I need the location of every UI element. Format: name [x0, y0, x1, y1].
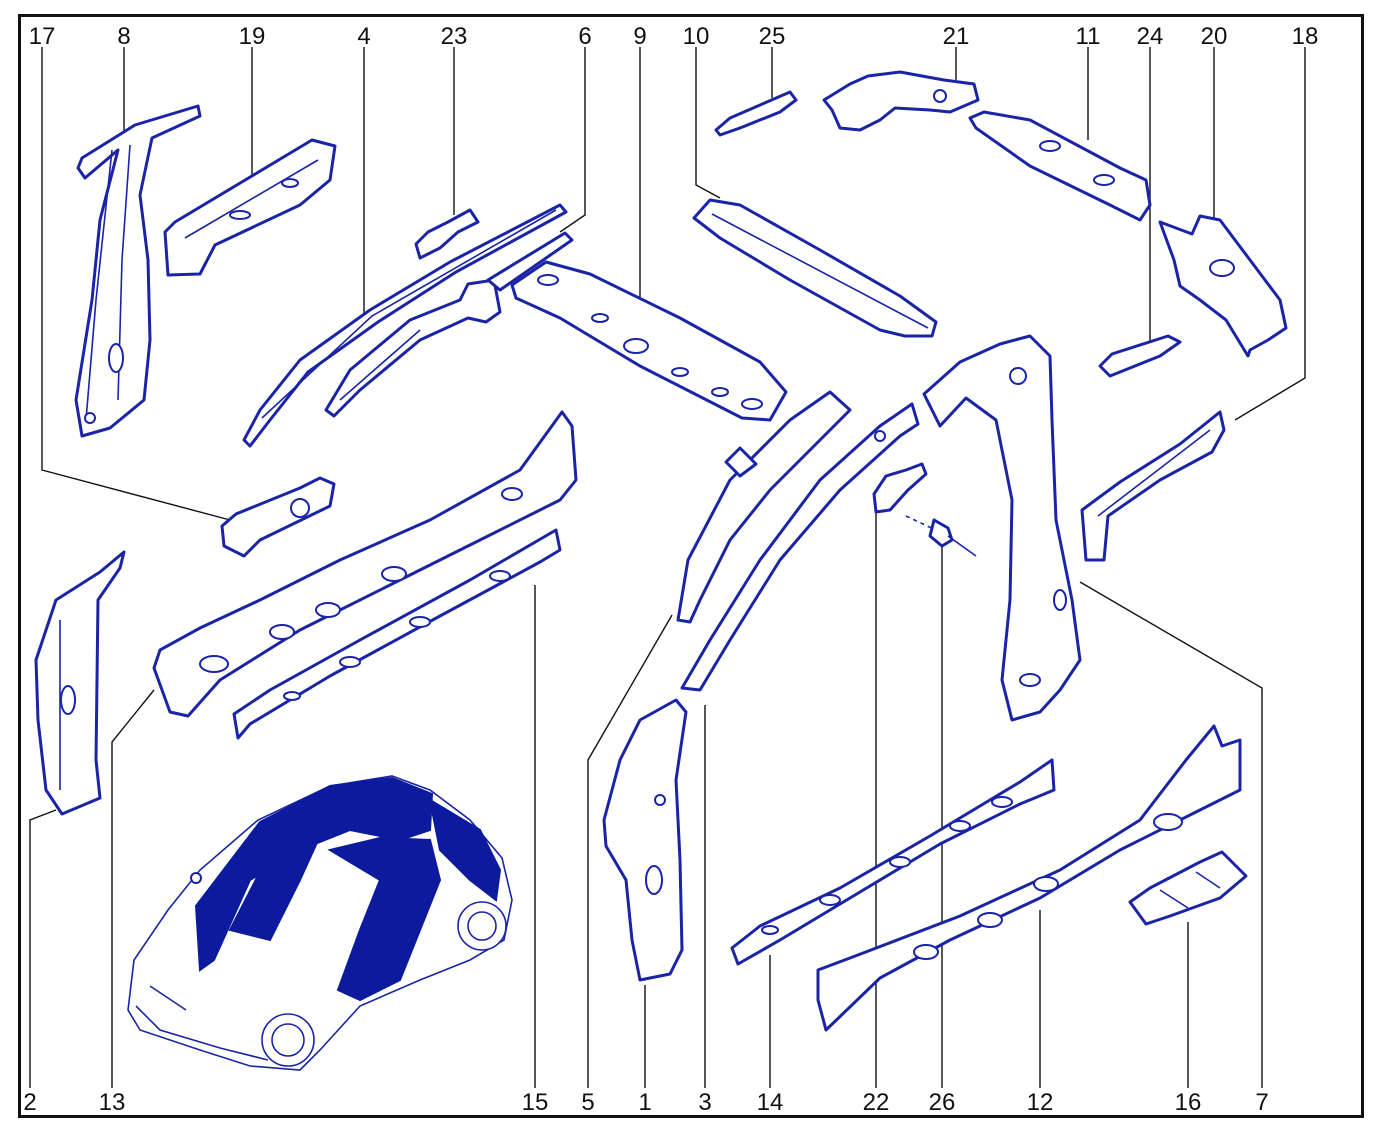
- part-25-clip: [714, 90, 798, 137]
- label-10: 10: [683, 23, 710, 50]
- part-16-floor-bracket: [1128, 850, 1248, 926]
- callout-labels: 17 8 19 4 23 6 9 10 25 21 11 24 20 18 2 …: [23, 23, 1318, 1116]
- label-11: 11: [1076, 23, 1101, 50]
- label-9: 9: [633, 23, 646, 50]
- label-22: 22: [863, 1089, 890, 1116]
- leader-lines: [29, 47, 1306, 1088]
- part-8-b-pillar-rear: [74, 104, 202, 438]
- label-8: 8: [117, 23, 130, 50]
- part-14-sill-inner-right: [730, 758, 1056, 966]
- label-14: 14: [757, 1089, 784, 1116]
- label-5: 5: [581, 1089, 594, 1116]
- label-16: 16: [1175, 1089, 1202, 1116]
- car-illustration: [127, 775, 513, 1071]
- part-11-rear-rail: [968, 110, 1152, 222]
- part-12-sill-outer-right: [816, 724, 1242, 1032]
- part-21-rear-corner: [822, 70, 980, 132]
- label-15: 15: [522, 1089, 549, 1116]
- label-7: 7: [1255, 1089, 1268, 1116]
- label-24: 24: [1137, 23, 1164, 50]
- part-20-rear-quarter: [1158, 214, 1288, 358]
- part-9-roof-crossmember: [510, 260, 788, 422]
- part-10-front-header: [692, 198, 938, 338]
- label-21: 21: [943, 23, 970, 50]
- part-22-latch-bracket: [872, 462, 928, 514]
- part-23-bracket: [414, 208, 480, 260]
- label-6: 6: [578, 23, 591, 50]
- label-1: 1: [638, 1089, 651, 1116]
- label-2: 2: [23, 1089, 36, 1116]
- part-18-rear-panel: [1080, 410, 1226, 562]
- label-3: 3: [698, 1089, 711, 1116]
- part-26-rivet: [905, 515, 977, 557]
- part-3-a-pillar-inner: [680, 402, 920, 692]
- label-4: 4: [357, 23, 370, 50]
- label-17: 17: [29, 23, 56, 50]
- part-2-a-pillar-lower: [34, 550, 126, 816]
- part-1-hinge-pillar: [602, 698, 688, 982]
- part-5-a-pillar-upper: [676, 390, 852, 624]
- label-13: 13: [99, 1089, 126, 1116]
- label-12: 12: [1027, 1089, 1054, 1116]
- part-13-sill-outer: [152, 410, 578, 718]
- label-26: 26: [929, 1089, 956, 1116]
- label-25: 25: [759, 23, 786, 50]
- part-24-bracket: [1098, 334, 1182, 378]
- part-7-b-pillar: [922, 334, 1082, 722]
- part-19-rear-rail: [163, 138, 337, 277]
- label-20: 20: [1201, 23, 1228, 50]
- part-4-roof-side-rail: [242, 203, 568, 448]
- part-15-sill-inner: [232, 528, 562, 740]
- part-17-floor-bracket: [220, 476, 336, 558]
- part-6-roof-rail-inner: [324, 231, 574, 418]
- label-19: 19: [239, 23, 266, 50]
- label-18: 18: [1292, 23, 1319, 50]
- label-23: 23: [441, 23, 468, 50]
